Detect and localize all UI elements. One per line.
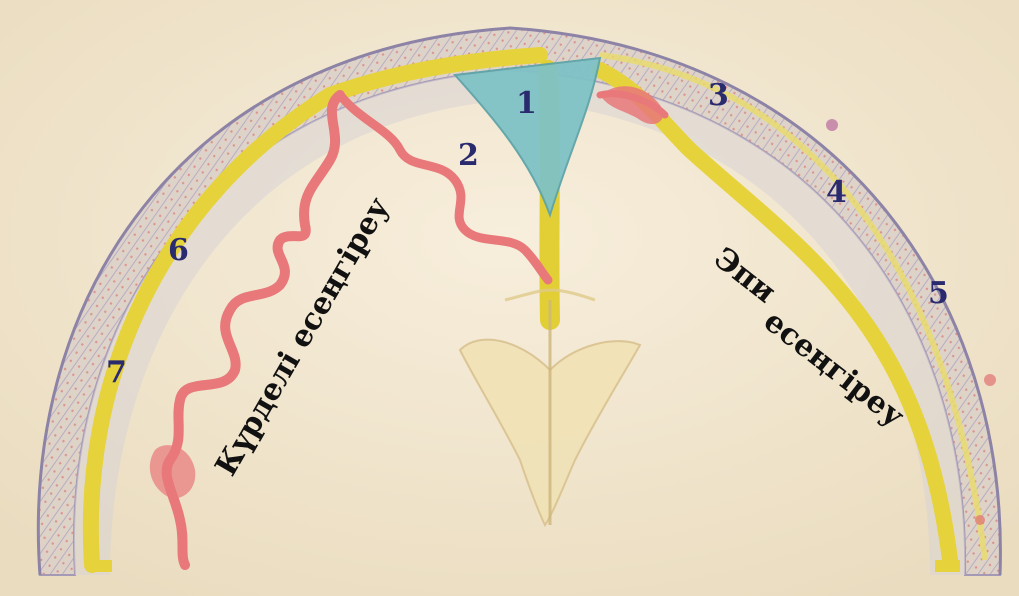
label-4: 4 [826,175,847,210]
label-7: 7 [106,355,127,390]
label-1: 1 [516,86,537,121]
vessel-dot-2 [984,374,996,386]
dura-end-left [88,560,112,572]
vessel-dot-3 [975,515,985,525]
label-3: 3 [708,78,729,113]
label-6: 6 [168,233,189,268]
label-5: 5 [928,276,949,311]
dura-end-right [935,560,960,572]
label-2: 2 [458,138,479,173]
vessel-dot-1 [826,119,838,131]
